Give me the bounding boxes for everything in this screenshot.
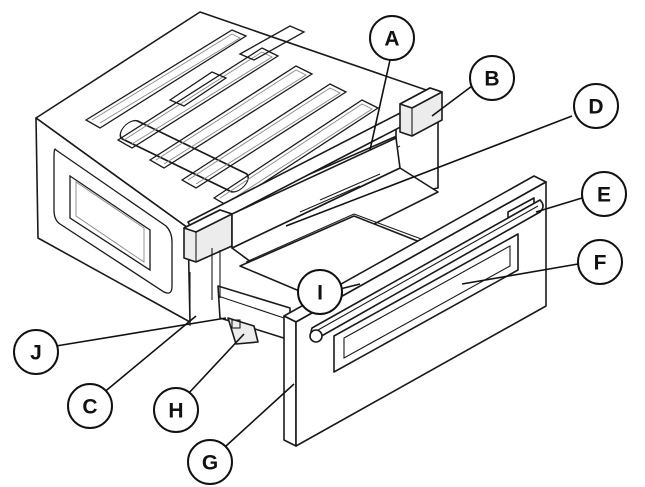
- callout-g: G: [187, 439, 233, 485]
- callout-j: J: [13, 329, 59, 375]
- callout-a: A: [369, 15, 415, 61]
- callout-b: B: [469, 55, 515, 101]
- leader-j: [55, 317, 227, 347]
- callout-h: H: [153, 387, 199, 433]
- leader-c: [101, 315, 197, 395]
- cavity-back-wall: [231, 137, 401, 249]
- mounting-bracket-right: [399, 87, 443, 137]
- drawer-slide-bracket: [227, 317, 259, 345]
- callout-f-label: F: [594, 252, 607, 275]
- drawer-side-rail: [189, 248, 291, 345]
- callout-g-label: G: [202, 452, 218, 475]
- side-emboss-panel: [53, 148, 173, 294]
- callout-d-label: D: [588, 96, 603, 119]
- leader-a: [369, 59, 391, 151]
- leader-d: [285, 115, 573, 227]
- leader-g: [225, 383, 295, 447]
- callout-e: E: [581, 171, 627, 217]
- callout-e-label: E: [597, 184, 611, 207]
- top-ribs: [119, 119, 249, 193]
- leader-e: [535, 197, 583, 213]
- callout-a-label: A: [384, 28, 399, 51]
- callout-i: I: [297, 269, 343, 315]
- leader-b: [431, 85, 473, 117]
- callout-d: D: [573, 83, 619, 129]
- drawer-front-panel: [283, 175, 547, 447]
- callout-f: F: [577, 239, 623, 285]
- top-rib-lines: [84, 25, 380, 207]
- callout-h-label: H: [168, 400, 183, 423]
- callout-i-label: I: [317, 282, 323, 305]
- drawer-handle: [309, 199, 544, 343]
- leader-f: [461, 263, 579, 285]
- leader-h: [187, 333, 245, 395]
- callout-b-label: B: [484, 68, 499, 91]
- drawer-cavity: [231, 137, 439, 299]
- callout-c: C: [67, 383, 113, 429]
- leader-lines: [55, 59, 583, 447]
- callout-c-label: C: [82, 396, 97, 419]
- callout-j-label: J: [30, 342, 42, 365]
